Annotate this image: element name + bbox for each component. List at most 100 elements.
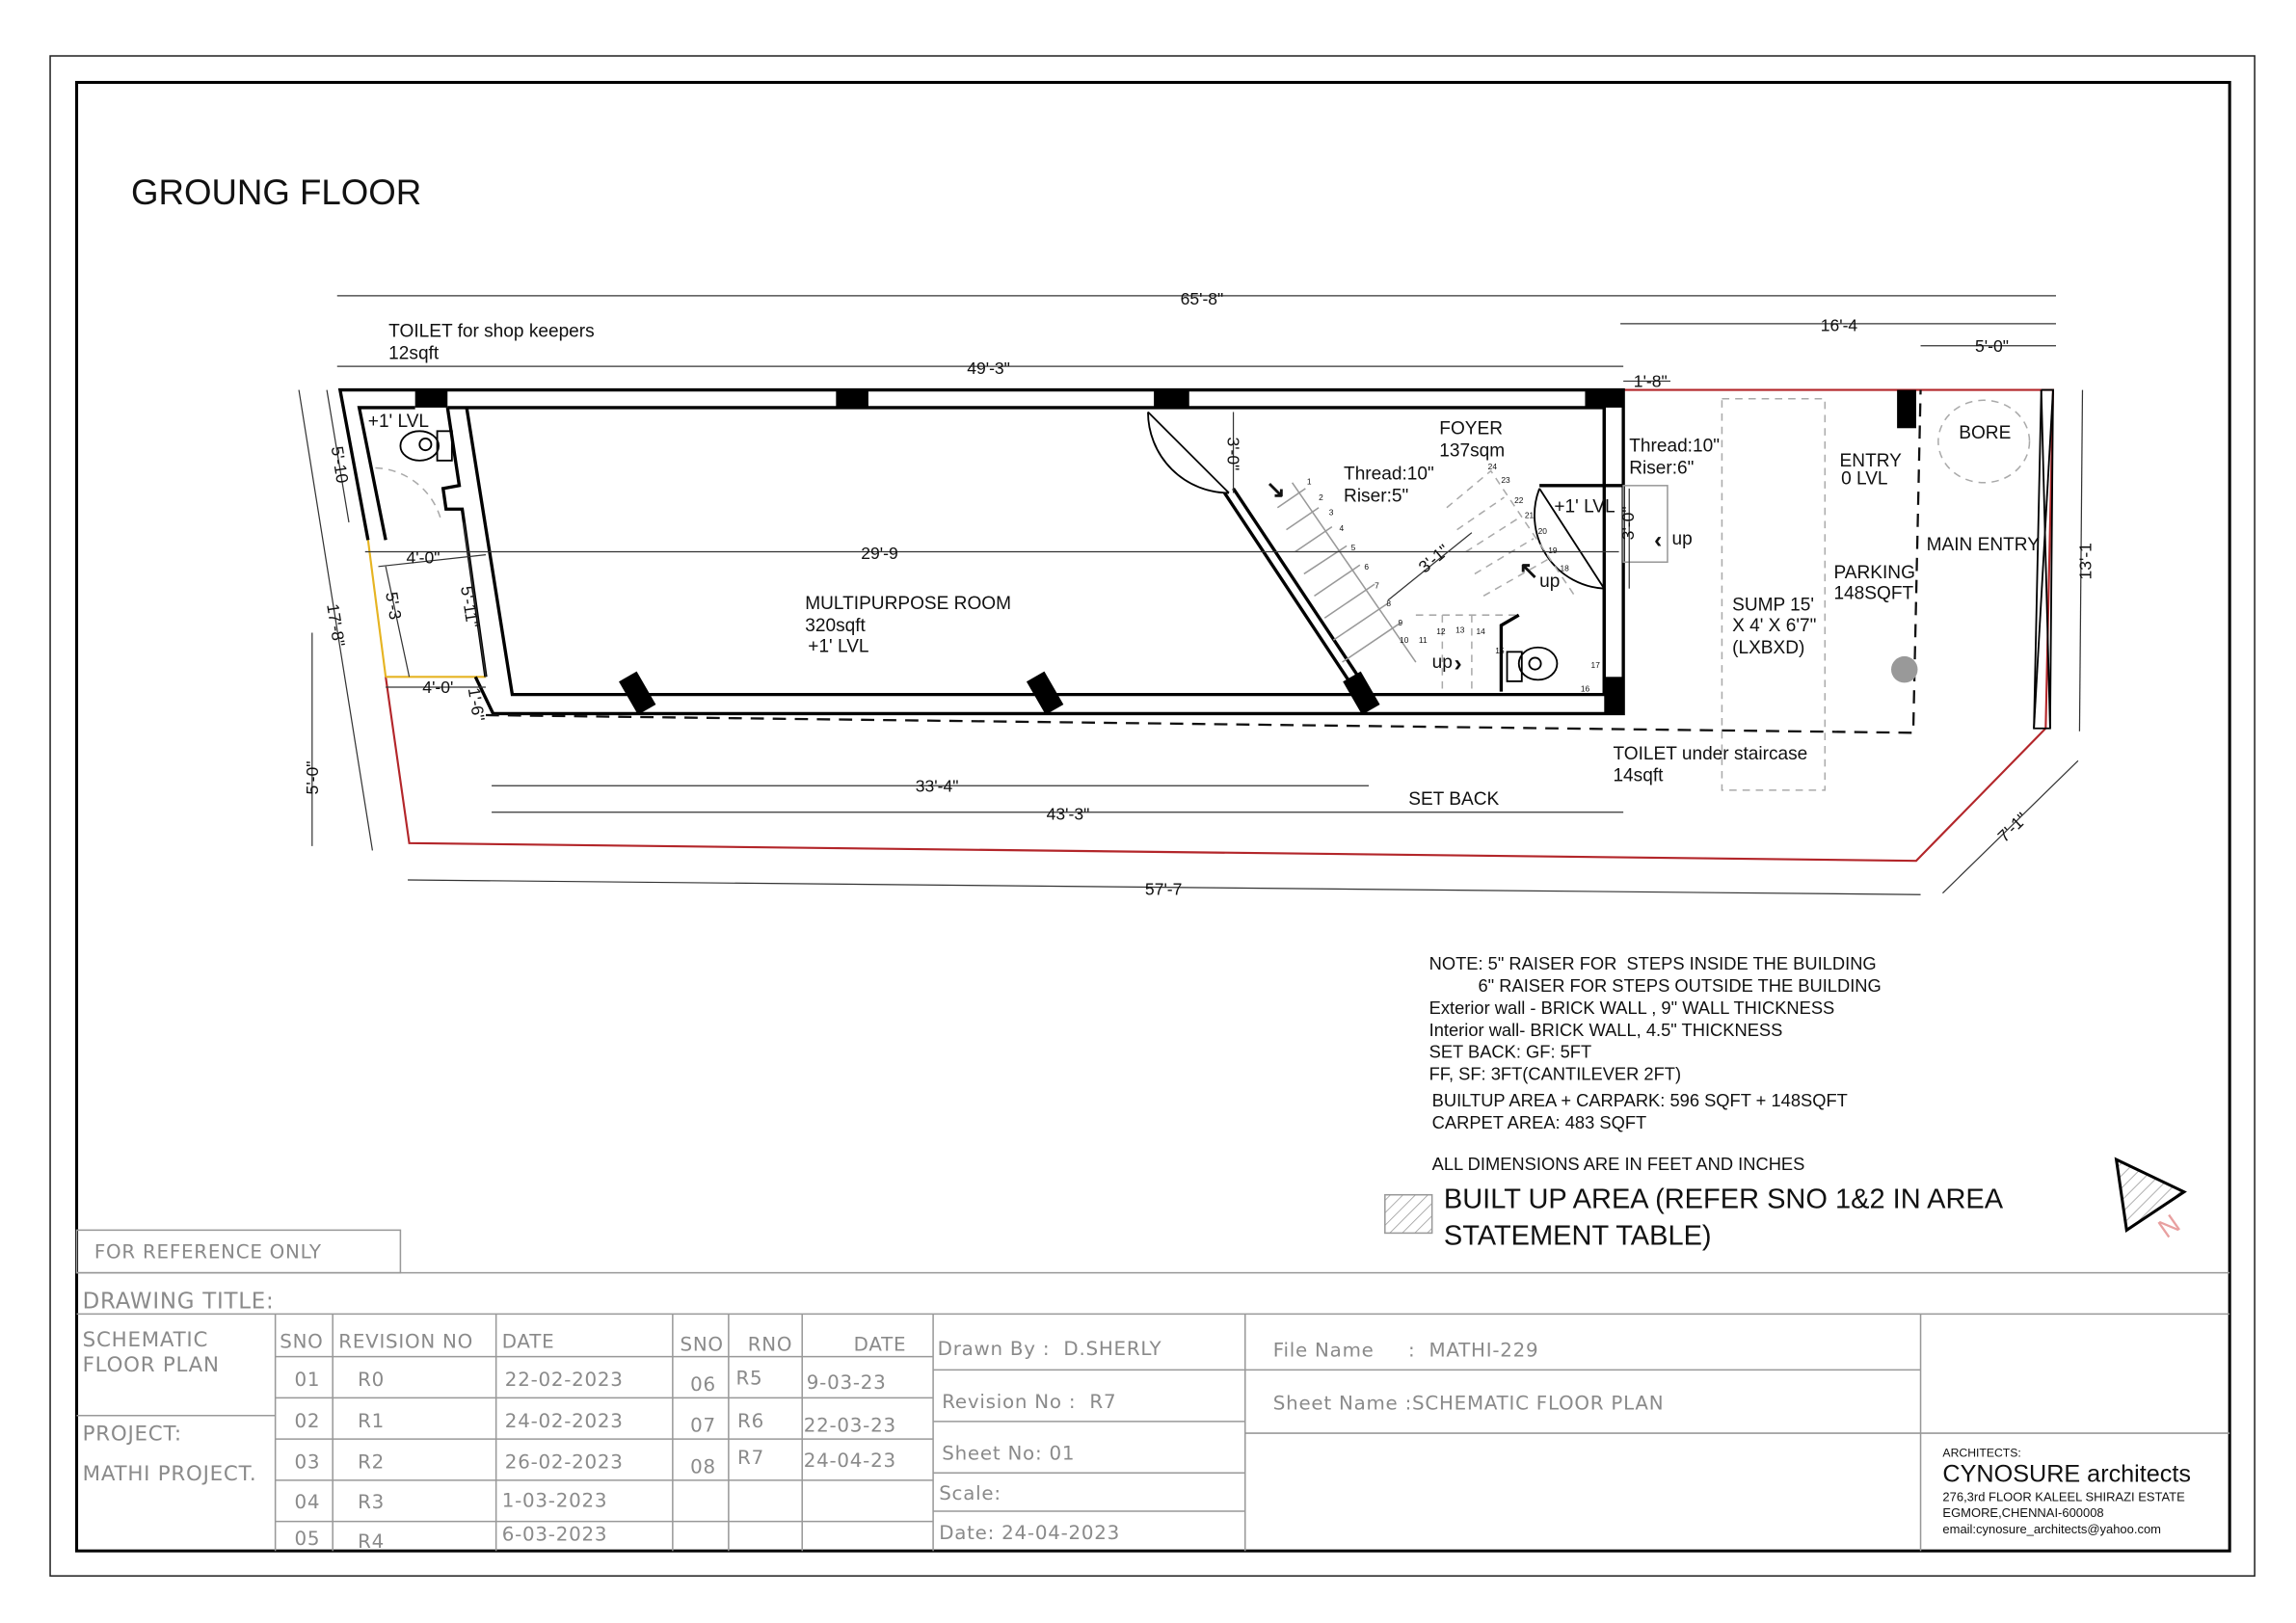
- rev-header: RNO: [748, 1334, 793, 1356]
- rev-date: 22-02-2023: [505, 1369, 624, 1391]
- dim-label: 1'-8": [1634, 372, 1668, 391]
- note-line: BUILTUP AREA + CARPARK: 596 SQFT + 148SQ…: [1432, 1090, 1848, 1110]
- dim-label: 13'-1: [2076, 543, 2096, 579]
- architect-email[interactable]: email:cynosure_architects@yahoo.com: [1942, 1522, 2161, 1536]
- bore-outline: [1937, 399, 2031, 484]
- multipurpose-area: 320sqft: [805, 616, 866, 636]
- dim-label: 57'-7: [1145, 879, 1182, 898]
- parking-area: 148SQFT: [1833, 583, 1913, 603]
- foyer-label: FOYER: [1439, 418, 1503, 439]
- step-number: 7: [1375, 581, 1379, 591]
- title-block: [75, 1229, 2230, 1552]
- architect-address: 276,3rd FLOOR KALEEL SHIRAZI ESTATE: [1942, 1489, 2185, 1503]
- dim-label: 43'-3": [1047, 804, 1090, 823]
- toilet-stair-area: 14sqft: [1613, 766, 1664, 786]
- dim-label: 16'-4: [1821, 316, 1858, 335]
- foyer-level: +1' LVL: [1554, 496, 1615, 517]
- entry-level: 0 LVL: [1841, 468, 1887, 489]
- rev-date: 24-02-2023: [505, 1410, 624, 1432]
- rev-sno: 04: [294, 1491, 320, 1513]
- floor-heading: GROUNG FLOOR: [131, 173, 421, 212]
- up-label: up: [1432, 652, 1453, 673]
- note-line: Exterior wall - BRICK WALL , 9" WALL THI…: [1429, 998, 1835, 1018]
- foyer-area: 137sqm: [1439, 440, 1505, 461]
- sump-outline: [1721, 397, 1827, 791]
- toilet-shop-area: 12sqft: [388, 344, 440, 364]
- step-number: 12: [1436, 626, 1446, 636]
- architect-address: EGMORE,CHENNAI-600008: [1942, 1505, 2103, 1520]
- rev-sno: 02: [294, 1410, 320, 1432]
- dim-label: 5'-0": [303, 760, 322, 794]
- stair1-thread: Thread:10": [1344, 465, 1434, 485]
- arrow-icon: ↖: [1519, 558, 1538, 584]
- setback-line: [485, 389, 1922, 734]
- step-number: 18: [1560, 563, 1569, 572]
- multipurpose-level: +1' LVL: [808, 636, 868, 656]
- note-line: NOTE: 5" RAISER FOR STEPS INSIDE THE BUI…: [1429, 953, 1877, 973]
- dim-label: 3'-0": [1618, 506, 1638, 540]
- step-number: 11: [1419, 635, 1428, 645]
- sump-label: SUMP 15': [1732, 596, 1814, 616]
- north-label: N: [2152, 1209, 2185, 1244]
- revision-no: Revision No : R7: [942, 1391, 1116, 1413]
- north-arrow-icon: N: [2114, 1157, 2187, 1244]
- dim-label: 5'-0": [1975, 336, 2009, 356]
- rev-sno: 03: [294, 1451, 320, 1474]
- rev-date: 24-04-23: [804, 1450, 896, 1472]
- main-gate-icon: [2033, 388, 2054, 730]
- dim-label: 29'-9: [861, 544, 897, 563]
- door-swing-2: [1534, 488, 1605, 590]
- legend-text: BUILT UP AREA (REFER SNO 1&2 IN AREA: [1444, 1184, 2004, 1214]
- manhole-icon: [1891, 655, 1918, 683]
- note-line: FF, SF: 3FT(CANTILEVER 2FT): [1429, 1064, 1681, 1084]
- note-line: ALL DIMENSIONS ARE IN FEET AND INCHES: [1432, 1154, 1805, 1174]
- scale: Scale:: [939, 1482, 1001, 1504]
- step-number: 8: [1386, 599, 1391, 608]
- dim-label: 5'-3: [382, 591, 405, 621]
- rev-date: 6-03-2023: [502, 1524, 608, 1546]
- arrow-icon: ‹: [1654, 527, 1662, 553]
- dimension-lines: [298, 295, 2084, 895]
- toilet-shop-label: TOILET for shop keepers: [388, 322, 595, 342]
- legend-text: STATEMENT TABLE): [1444, 1221, 1712, 1252]
- file-name: File Name : MATHI-229: [1273, 1340, 1539, 1362]
- sheet-no: Sheet No: 01: [942, 1443, 1075, 1465]
- main-entry-label: MAIN ENTRY: [1927, 535, 2041, 555]
- sheet-name: Sheet Name :SCHEMATIC FLOOR PLAN: [1273, 1393, 1665, 1415]
- sump-units: (LXBXD): [1732, 638, 1804, 658]
- rev-sno: 05: [294, 1528, 320, 1550]
- dim-label: 49'-3": [967, 359, 1010, 378]
- step-number: 5: [1351, 543, 1356, 552]
- rev-header: SNO: [280, 1330, 323, 1352]
- dim-label: 4'-0": [407, 548, 441, 568]
- setback-label: SET BACK: [1408, 789, 1499, 810]
- toilet-stair-label: TOILET under staircase: [1613, 744, 1807, 764]
- rev-header: SNO: [680, 1334, 723, 1356]
- rev-sno: 08: [690, 1455, 716, 1477]
- step-number: 14: [1476, 626, 1485, 636]
- step-number: 3: [1329, 507, 1334, 517]
- dim-label: 4'-0': [422, 678, 453, 697]
- project-name: MATHI PROJECT.: [83, 1462, 257, 1486]
- rev-sno: 06: [690, 1373, 716, 1396]
- step-number: 19: [1548, 545, 1558, 555]
- rev-no: R3: [358, 1491, 385, 1513]
- stair1-riser: Riser:5": [1344, 487, 1408, 507]
- step-number: 23: [1501, 475, 1510, 485]
- note-line: 6" RAISER FOR STEPS OUTSIDE THE BUILDING: [1429, 975, 1882, 996]
- toilet-door-swing: [375, 466, 442, 523]
- step-number: 1: [1307, 476, 1312, 486]
- rev-header: DATE: [502, 1330, 555, 1352]
- wc-icon: [399, 430, 453, 462]
- stair2-thread: Thread:10": [1629, 437, 1720, 457]
- dim-label: 5'-11": [457, 585, 483, 629]
- architect-name: CYNOSURE architects: [1942, 1460, 2191, 1487]
- step-number: 6: [1364, 562, 1369, 572]
- toilet-open-edge: [366, 540, 387, 678]
- drawing-title-label: DRAWING TITLE:: [83, 1289, 275, 1314]
- rev-header: DATE: [854, 1334, 907, 1356]
- step-number: 21: [1525, 510, 1535, 519]
- door-swing: [1147, 412, 1229, 494]
- multipurpose-label: MULTIPURPOSE ROOM: [805, 594, 1011, 614]
- project-label: PROJECT:: [83, 1423, 182, 1447]
